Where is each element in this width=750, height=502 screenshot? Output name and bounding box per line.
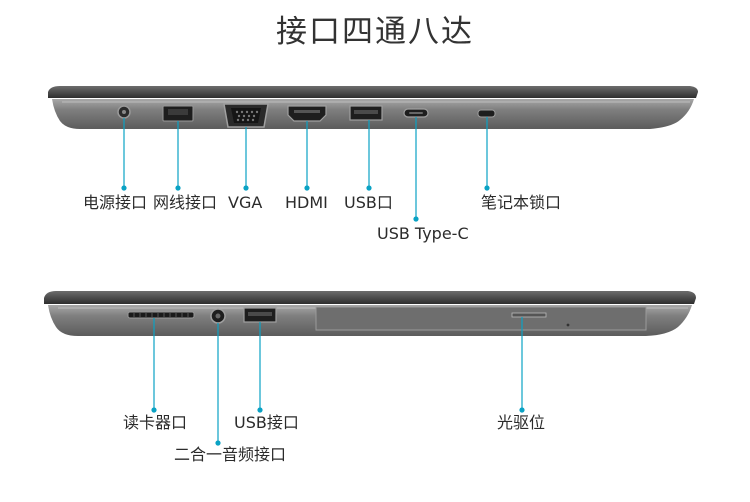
vga-port-icon xyxy=(223,103,269,128)
hdmi-port-icon xyxy=(287,105,327,122)
label-usb-type-c: USB Type-C xyxy=(377,224,469,243)
power-jack-icon xyxy=(117,105,131,119)
label-optical-drive: 光驱位 xyxy=(497,413,546,432)
page-title: 接口四通八达 xyxy=(276,14,474,50)
lock-slot-icon xyxy=(477,109,496,118)
label-vga-port: VGA xyxy=(228,193,263,212)
label-hdmi-port: HDMI xyxy=(285,193,328,212)
callout-lines-top xyxy=(121,117,490,222)
optical-drive-icon xyxy=(315,306,647,331)
label-ethernet-port: 网线接口 xyxy=(153,193,218,212)
audio-jack-icon xyxy=(210,308,226,324)
ethernet-port-icon xyxy=(162,105,194,122)
callout-lines-bottom xyxy=(151,317,525,446)
usb-port-icon xyxy=(243,307,277,323)
usb-type-c-port-icon xyxy=(403,108,429,118)
label-usb-port: USB口 xyxy=(344,193,393,212)
card-reader-slot-icon xyxy=(127,311,195,319)
usb-port-icon xyxy=(349,105,383,121)
label-audio-jack: 二合一音频接口 xyxy=(174,445,287,464)
label-usb-interface: USB接口 xyxy=(234,413,299,432)
label-card-reader: 读卡器口 xyxy=(123,413,188,432)
label-power-jack: 电源接口 xyxy=(83,193,148,212)
label-lock-slot: 笔记本锁口 xyxy=(481,193,562,212)
